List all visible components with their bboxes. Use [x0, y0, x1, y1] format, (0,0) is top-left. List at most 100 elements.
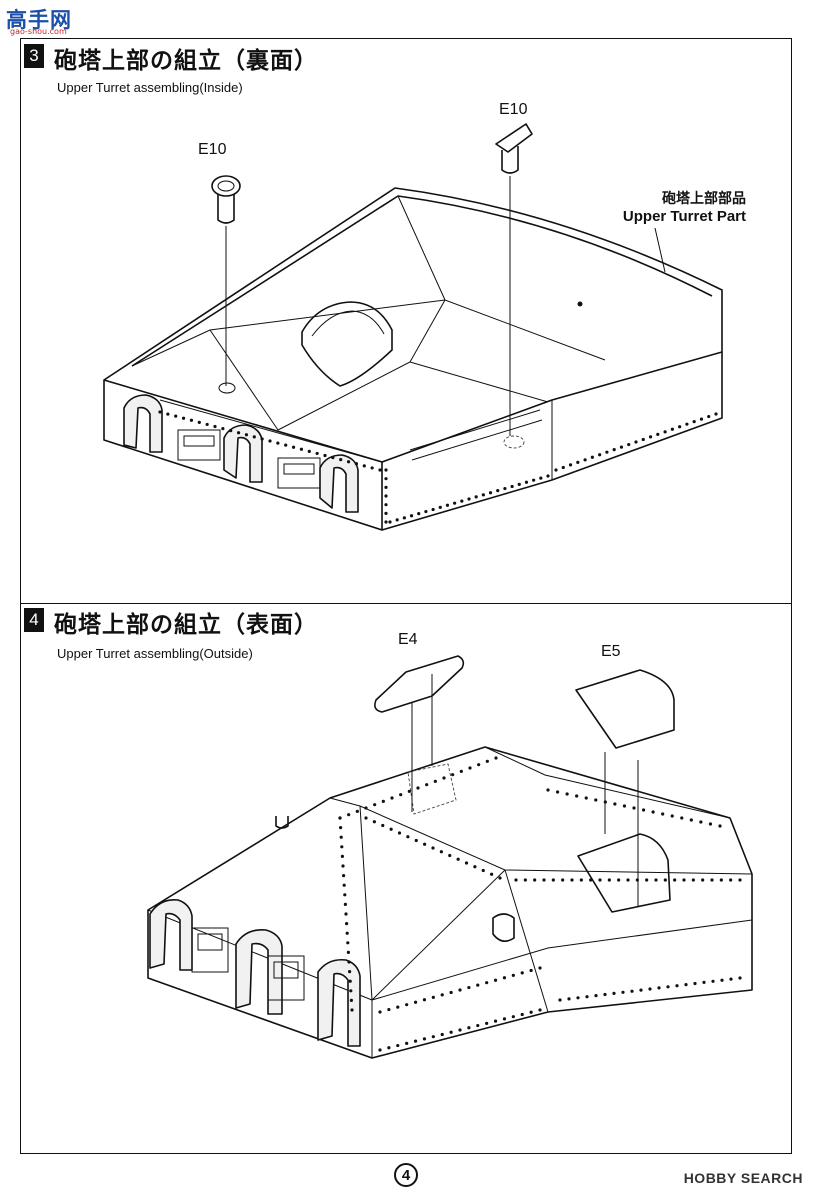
rivet [409, 514, 414, 518]
rivet [381, 823, 385, 828]
rivet [291, 445, 296, 449]
rivet [485, 981, 489, 985]
rivet [575, 794, 579, 798]
rivet [213, 424, 217, 429]
rivet [340, 845, 344, 849]
rivet [583, 458, 587, 462]
rivet [459, 769, 463, 773]
rivet [565, 792, 569, 796]
rivet [350, 1008, 354, 1012]
rivet [648, 987, 652, 991]
rivet [561, 878, 565, 882]
rivet [612, 991, 616, 996]
rivet [431, 1035, 435, 1039]
part-e4-drawing [374, 655, 465, 812]
rivet [399, 793, 403, 797]
rivet [268, 439, 272, 443]
rivet [605, 450, 609, 454]
rivet [473, 865, 477, 869]
rivet [431, 846, 435, 850]
rivet [384, 494, 388, 498]
step4-rivets [338, 756, 742, 1052]
rivet [390, 796, 394, 800]
page-number: 4 [394, 1163, 418, 1187]
rivet [558, 998, 562, 1002]
rivet [656, 432, 660, 436]
rivet [538, 966, 542, 970]
rivet [670, 814, 674, 818]
rivet [494, 756, 498, 760]
rivet [570, 878, 574, 882]
rivet [617, 878, 621, 882]
rivet [708, 822, 713, 826]
rivet [315, 451, 319, 456]
rivet [576, 460, 580, 464]
rivet [663, 430, 667, 434]
rivet [405, 1003, 409, 1007]
rivet [355, 809, 359, 813]
rivet [440, 993, 444, 997]
rivet [424, 509, 428, 514]
rivet [729, 977, 733, 981]
rivet [502, 976, 507, 980]
site-url: gao-shou.com [10, 27, 67, 36]
rivet [477, 763, 481, 767]
rivet [467, 497, 471, 501]
rivet [221, 426, 225, 431]
rivet [468, 766, 472, 770]
rivet [673, 878, 677, 882]
hobby-search-watermark: HOBBY SEARCH [683, 1170, 803, 1186]
rivet [458, 988, 462, 992]
rivet [378, 468, 382, 472]
rivet [339, 826, 343, 830]
rivet [384, 477, 388, 481]
rivet [481, 868, 485, 873]
rivet [384, 503, 388, 507]
rivet [532, 478, 536, 482]
rivet [685, 422, 689, 426]
rivet [481, 493, 485, 497]
rivet [666, 985, 670, 989]
rivet [229, 429, 233, 433]
rivet [533, 878, 537, 882]
rivet [720, 978, 724, 982]
rivet [661, 812, 665, 816]
rivet [384, 520, 388, 524]
upper-turret-outside-drawing [147, 655, 753, 1059]
rivet [719, 878, 723, 882]
rivet [612, 448, 616, 452]
rivet [423, 842, 427, 846]
rivet [493, 1019, 498, 1023]
site-logo: 高手网 [6, 8, 72, 32]
rivet [348, 970, 352, 974]
rivet [406, 835, 410, 839]
rivet [347, 813, 351, 817]
rivet [347, 960, 351, 964]
rivet [181, 416, 186, 420]
rivet [323, 453, 327, 458]
rivet [711, 979, 715, 983]
rivet [474, 495, 478, 499]
rivet [603, 992, 607, 997]
rivet [627, 442, 631, 447]
rivet [458, 1028, 462, 1032]
rivet [511, 1015, 515, 1019]
rivet [539, 476, 543, 480]
upper-turret-inside-drawing [103, 123, 723, 531]
rivet [354, 462, 359, 466]
rivet [524, 480, 529, 484]
rivet [453, 501, 457, 505]
rivet [362, 464, 366, 468]
rivet [632, 806, 636, 810]
rivet [381, 799, 385, 803]
rivet [438, 505, 442, 509]
rivet [370, 466, 374, 470]
rivet [645, 878, 649, 882]
rivet [416, 786, 420, 790]
rivet [682, 878, 686, 882]
rivet [626, 878, 630, 882]
rivet [514, 878, 518, 882]
rivet [738, 878, 742, 882]
rivet [590, 455, 594, 459]
rivet [714, 412, 718, 416]
